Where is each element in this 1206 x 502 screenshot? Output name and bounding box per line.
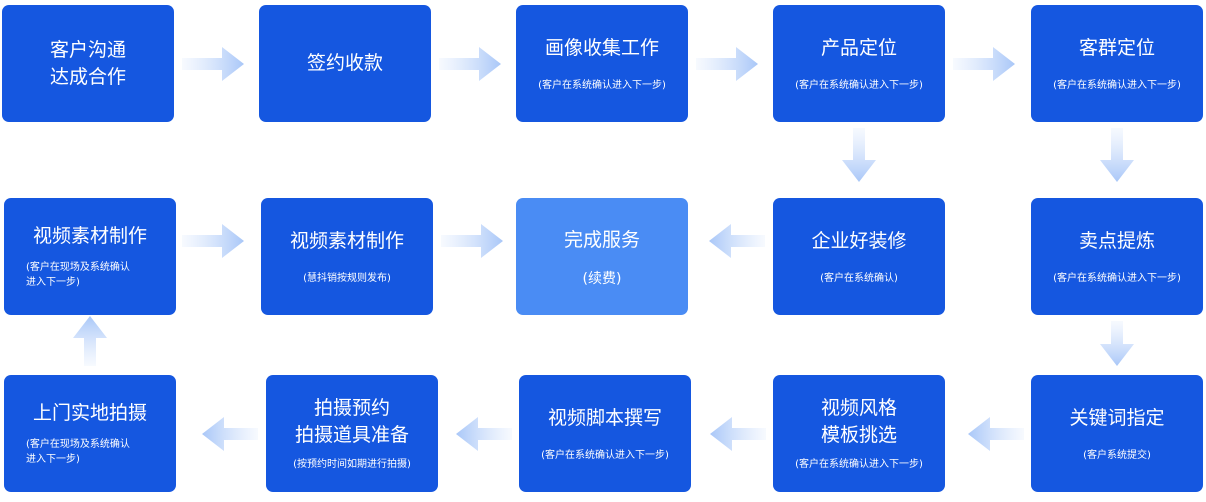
step-title: 企业好装修 xyxy=(811,229,907,252)
step-title: 客群定位 xyxy=(1078,36,1155,59)
step-note: (客户在系统确认) xyxy=(820,272,898,284)
step-onsite-shooting: 上门实地拍摄 (客户在现场及系统确认 进入下一步) xyxy=(4,375,176,492)
step-customer-group-positioning: 客群定位 (客户在系统确认进入下一步) xyxy=(1031,5,1203,122)
step-product-positioning: 产品定位 (客户在系统确认进入下一步) xyxy=(773,5,945,122)
arrow-right-icon xyxy=(441,224,503,258)
step-title: 视频脚本撰写 xyxy=(547,406,662,429)
step-note: (客户在系统确认进入下一步) xyxy=(795,79,923,91)
step-sign-payment: 签约收款 xyxy=(259,5,431,122)
step-enterprise-decoration: 企业好装修 (客户在系统确认) xyxy=(773,198,945,315)
step-title: 卖点提炼 xyxy=(1078,229,1155,252)
arrow-right-icon xyxy=(182,47,244,81)
step-video-material-a: 视频素材制作 (客户在现场及系统确认 进入下一步) xyxy=(4,198,176,315)
step-note: (客户在系统确认进入下一步) xyxy=(795,459,923,470)
step-title: 完成服务 xyxy=(563,228,640,251)
step-note: (续费) xyxy=(582,270,622,287)
arrow-right-icon xyxy=(953,47,1015,81)
step-title: 画像收集工作 xyxy=(544,36,659,59)
arrow-left-icon xyxy=(202,417,258,451)
step-note: (按预约时间如期进行拍摄) xyxy=(293,459,411,470)
step-note: (客户在系统确认进入下一步) xyxy=(538,79,666,91)
arrow-right-icon xyxy=(182,224,244,258)
arrow-left-icon xyxy=(456,417,512,451)
arrow-left-icon xyxy=(709,224,765,258)
step-note: (客户在现场及系统确认 进入下一步) xyxy=(26,262,130,288)
step-customer-communication: 客户沟通 达成合作 xyxy=(2,5,174,122)
step-title: 拍摄预约 拍摄道具准备 xyxy=(294,397,409,446)
arrow-left-icon xyxy=(710,417,766,451)
step-keyword-assignment: 关键词指定 (客户系统提交) xyxy=(1031,375,1203,492)
step-video-material-b: 视频素材制作 (慧抖销按规则发布) xyxy=(261,198,433,315)
arrow-down-icon xyxy=(1100,321,1134,366)
step-note: (客户在系统确认进入下一步) xyxy=(1053,79,1181,91)
step-portrait-collection: 画像收集工作 (客户在系统确认进入下一步) xyxy=(516,5,688,122)
arrow-right-icon xyxy=(696,47,758,81)
step-selling-points: 卖点提炼 (客户在系统确认进入下一步) xyxy=(1031,198,1203,315)
step-title: 关键词指定 xyxy=(1069,406,1165,429)
step-title: 视频风格 模板挑选 xyxy=(820,397,897,446)
step-title: 客户沟通 达成合作 xyxy=(49,38,126,88)
step-note: (客户在系统确认进入下一步) xyxy=(1053,272,1181,284)
step-title: 视频素材制作 xyxy=(32,225,147,247)
arrow-right-icon xyxy=(439,47,501,81)
step-video-script: 视频脚本撰写 (客户在系统确认进入下一步) xyxy=(519,375,691,492)
step-title: 产品定位 xyxy=(820,36,897,59)
step-title: 上门实地拍摄 xyxy=(32,402,147,424)
arrow-down-icon xyxy=(842,128,876,182)
step-note: (客户在系统确认进入下一步) xyxy=(541,449,669,461)
arrow-left-icon xyxy=(968,417,1024,451)
step-note: (客户系统提交) xyxy=(1083,449,1151,461)
step-video-style-template: 视频风格 模板挑选 (客户在系统确认进入下一步) xyxy=(773,375,945,492)
step-title: 视频素材制作 xyxy=(289,229,404,252)
step-service-complete: 完成服务 (续费) xyxy=(516,198,688,315)
step-note: (客户在现场及系统确认 进入下一步) xyxy=(26,439,130,465)
step-title: 签约收款 xyxy=(306,52,383,74)
step-shooting-booking: 拍摄预约 拍摄道具准备 (按预约时间如期进行拍摄) xyxy=(266,375,438,492)
arrow-up-icon xyxy=(73,316,107,366)
arrow-down-icon xyxy=(1100,128,1134,182)
step-note: (慧抖销按规则发布) xyxy=(303,272,391,284)
